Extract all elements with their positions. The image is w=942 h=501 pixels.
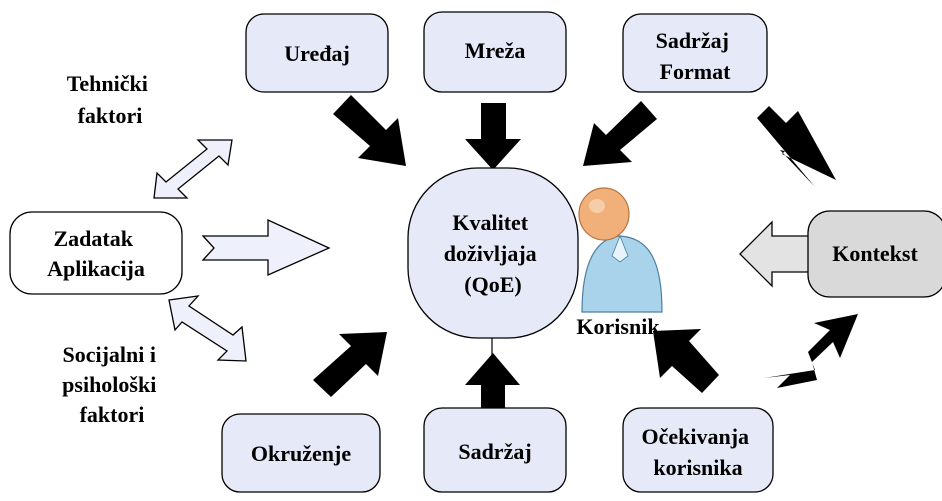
technical-factors-label: Tehnički faktori — [67, 71, 154, 128]
okruzenje-text: Okruženje — [251, 441, 351, 466]
kontekst-box — [807, 210, 942, 298]
arrow-kontekst-double-bottom — [764, 314, 858, 388]
arrow-mreza-to-qoe — [465, 103, 521, 170]
user-label: Korisnik — [576, 314, 660, 339]
mreza-box — [423, 11, 567, 93]
zadatak-aplikacija-box — [9, 211, 183, 295]
sadrzaj-text: Sadržaj — [458, 439, 531, 464]
sadrzaj-format-box — [622, 13, 768, 93]
ocekivanja-text: Očekivanja korisnika — [641, 424, 754, 480]
okruzenje-box — [221, 413, 381, 493]
user-person-icon — [578, 187, 663, 313]
social-factors-label: Socijalni i psihološki faktori — [62, 342, 162, 427]
sadrzaj-format-text: Sadržaj Format — [656, 28, 735, 84]
uredaj-box — [245, 13, 389, 93]
sadrzaj-box — [423, 407, 567, 493]
arrow-kontekst-to-qoe — [739, 220, 813, 288]
arrow-social-double — [168, 295, 247, 362]
ocekivanja-box — [622, 407, 774, 493]
arrow-task-to-qoe — [201, 218, 331, 276]
arrow-technical-double — [153, 139, 233, 199]
arrow-kontekst-double-top — [757, 106, 836, 187]
kontekst-text: Kontekst — [832, 241, 918, 266]
qoe-center-text: Kvalitet doživljaja (QoE) — [444, 210, 542, 297]
uredaj-text: Uređaj — [284, 41, 350, 66]
mreza-text: Mreža — [465, 38, 526, 63]
arrow-format-to-qoe — [583, 101, 657, 166]
qoe-center-node — [407, 167, 579, 339]
arrow-uredaj-to-qoe — [333, 95, 406, 166]
arrow-okruzenje-to-qoe — [313, 332, 387, 397]
zadatak-aplikacija-text: Zadatak Aplikacija — [47, 226, 145, 281]
arrow-ocekivanja-to-qoe — [653, 329, 719, 393]
